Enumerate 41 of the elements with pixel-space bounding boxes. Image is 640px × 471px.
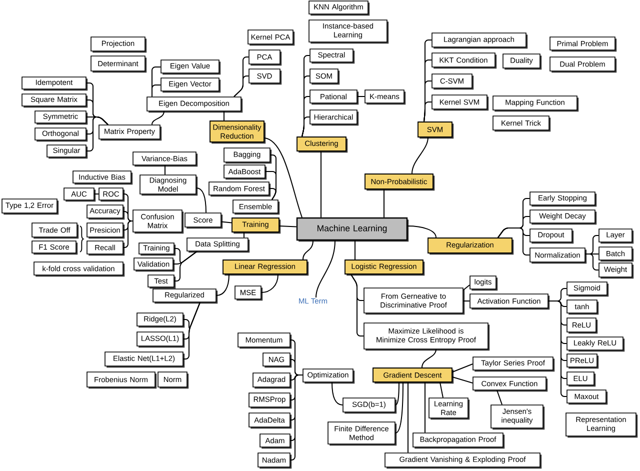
connector-line [424,102,432,122]
connector-line [462,300,470,302]
connector-line [440,382,444,398]
connector-line [394,382,400,406]
connector-line [356,96,366,97]
connector-line [548,300,568,397]
connector-line [452,376,474,384]
connector-line [290,374,304,460]
central-topic-box: Machine Learning [296,217,409,242]
connector-line [174,250,198,282]
connector-line [164,164,166,176]
connector-line [498,228,530,256]
connector-line [216,274,230,296]
connector-line [496,390,502,406]
connector-line [268,188,276,200]
connector-line [234,76,250,98]
connector-line [584,254,600,270]
connector-line [86,116,108,152]
connector-line [182,302,200,360]
connector-line [302,240,314,260]
connector-line [260,274,278,293]
connector-line [196,188,206,214]
connector-line [332,382,344,406]
connector-line [152,84,162,98]
connector-line [452,364,474,372]
connector-line [422,348,436,368]
connector-line [278,226,297,228]
connector-line [122,220,134,248]
connector-line [220,221,232,224]
connector-line [320,150,322,218]
connector-line [412,136,428,174]
connector-line [424,382,426,434]
connector-line [152,110,164,126]
connector-line [394,382,404,434]
connector-line [350,274,364,336]
connector-line [302,116,310,138]
connector-line [407,226,436,238]
connector-line [316,240,336,298]
connector-line [462,284,470,290]
connector-line [354,240,356,260]
connector-line [264,138,302,218]
